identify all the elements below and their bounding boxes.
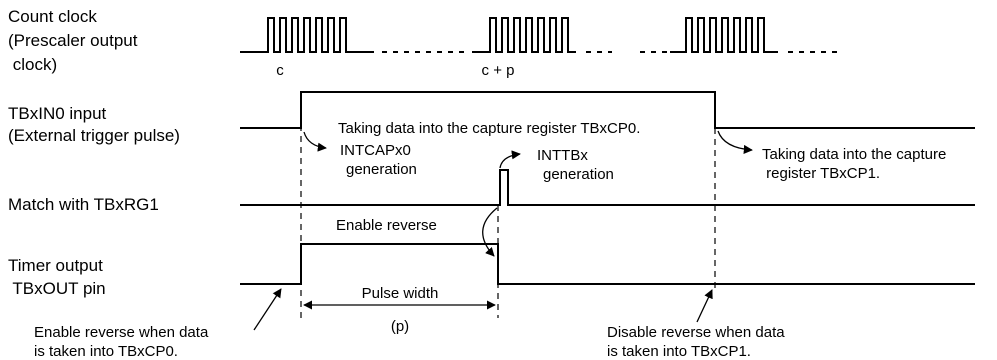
trigger-input-waveform [240,91,975,129]
clock-burst-1 [240,17,374,53]
clock-burst-3 [670,17,778,53]
capture1-text-line2: register TBxCP1. [762,165,880,182]
intcap-text-line1: INTCAPx0 [340,142,411,159]
count-clock-label: Count clock (Prescaler output clock) [8,7,138,74]
enable-note-arrow [253,288,282,331]
match-label: Match with TBxRG1 [8,195,159,214]
timer-output-label: Timer output TBxOUT pin [8,256,106,298]
enable-note-line2: is taken into TBxCP0. [34,343,178,360]
reverse-curve-arrow [482,207,498,257]
disable-note-line1: Disable reverse when data [607,324,785,341]
p-text: (p) [391,318,409,335]
count-clock-label-line3: clock) [8,55,57,74]
clock-mark-c-plus-p: c + p [482,62,515,79]
inttb-arrow [499,150,521,169]
timer-output-label-line2: TBxOUT pin [8,279,106,298]
capture1-text-line1: Taking data into the capture [762,146,946,163]
timer-output-label-line1: Timer output [8,256,103,275]
trigger-input-label: TBxIN0 input (External trigger pulse) [8,104,180,145]
enable-note-line1: Enable reverse when data [34,324,209,341]
capture0-text: Taking data into the capture register TB… [338,120,640,137]
pulse-width-text: Pulse width [362,285,439,302]
match-waveform [240,169,975,206]
count-clock-label-line1: Count clock [8,7,97,26]
clock-mark-c: c [276,62,284,79]
timer-output-waveform [240,243,975,285]
inttb-text-line2: generation [543,166,614,183]
trigger-input-label-line2: (External trigger pulse) [8,126,180,145]
disable-note-arrow [696,289,713,323]
capture1-arrow [717,130,753,154]
intcap-arrow [303,131,327,152]
intcap-text-line2: generation [346,161,417,178]
count-clock-waveform [240,17,838,53]
clock-burst-2 [472,17,576,53]
count-clock-label-line2: (Prescaler output [8,31,138,50]
match-label-line1: Match with TBxRG1 [8,195,159,214]
trigger-input-label-line1: TBxIN0 input [8,104,107,123]
disable-note-line2: is taken into TBxCP1. [607,343,751,360]
enable-reverse-text: Enable reverse [336,217,437,234]
inttb-text-line1: INTTBx [537,147,588,164]
